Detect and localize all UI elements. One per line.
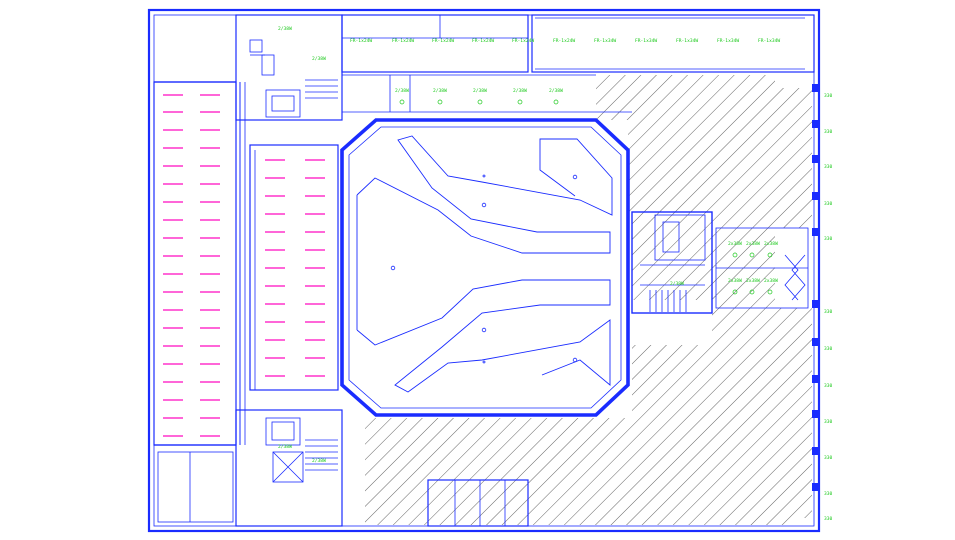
upper-room-labels: 2/38W 2/38W 2/38W 2/38W 2/38W <box>395 88 563 94</box>
central-hall <box>340 118 630 417</box>
hall-floor-pattern <box>356 135 613 393</box>
edge-label: 330 <box>824 309 833 315</box>
fixture-label: FR-1x34W <box>717 38 739 44</box>
edge-label: 330 <box>824 346 833 352</box>
fixture-label: 2x38W <box>764 241 778 247</box>
core-labels: 2x38W 2x38W 2x38W 2x38W 2x38W 2x38W <box>728 241 778 284</box>
fixture-label: FR-1x34W <box>758 38 780 44</box>
edge-label: 330 <box>824 419 833 425</box>
fixture-label: 2/38W <box>312 458 326 464</box>
lower-left-cores <box>157 409 343 527</box>
fixture-label: 2/38W <box>278 444 292 450</box>
fixture-label: FR-1x24W <box>392 38 414 44</box>
edge-label: 330 <box>824 201 833 207</box>
edge-label: 330 <box>824 236 833 242</box>
fixture-label: FR-1x34W <box>676 38 698 44</box>
fixture-label: 2/38W <box>278 26 292 32</box>
fixture-label: FR-1x24W <box>350 38 372 44</box>
fixture-label: 2x38W <box>746 241 760 247</box>
right-edge-labels: 330 330 330 330 330 330 330 330 330 330 … <box>824 93 833 522</box>
stair-labels: 2/38W 2/38W 2/38W 2/38W 2/38W <box>278 26 684 464</box>
fixture-label: 2/38W <box>513 88 527 94</box>
fixture-label: FR-1x24W <box>432 38 454 44</box>
hatched-zones <box>365 75 812 525</box>
edge-label: 330 <box>824 383 833 389</box>
fixture-label: 2/38W <box>670 281 684 287</box>
edge-label: 330 <box>824 516 833 522</box>
edge-label: 330 <box>824 455 833 461</box>
fixture-label: 2x38W <box>728 241 742 247</box>
fixture-label: 2x38W <box>764 278 778 284</box>
ceiling-markers <box>390 174 578 364</box>
bottom-restroom <box>427 479 529 527</box>
left-block-fixtures <box>163 94 220 437</box>
fixture-label: FR-1x34W <box>594 38 616 44</box>
fixture-label: FR-1x24W <box>512 38 534 44</box>
fixture-label: FR-1x24W <box>553 38 575 44</box>
fixture-label: 2/38W <box>549 88 563 94</box>
fixture-label: 2/38W <box>433 88 447 94</box>
green-devices <box>399 99 773 295</box>
edge-label: 330 <box>824 164 833 170</box>
fixture-label: FR-1x34W <box>635 38 657 44</box>
edge-label: 330 <box>824 129 833 135</box>
fixture-label: 2/38W <box>473 88 487 94</box>
top-partitions <box>341 14 815 120</box>
top-strip-labels: FR-1x24W FR-1x24W FR-1x24W FR-1x24W FR-1… <box>350 38 780 44</box>
right-window-marks <box>812 84 820 491</box>
inner-block-fixtures <box>265 159 325 377</box>
fixture-label: FR-1x24W <box>472 38 494 44</box>
right-core <box>631 211 809 314</box>
fixture-label: 2/38W <box>312 56 326 62</box>
fixture-label: 2/38W <box>395 88 409 94</box>
fixture-label: 2x38W <box>746 278 760 284</box>
edge-label: 330 <box>824 93 833 99</box>
upper-left-cores <box>235 14 343 121</box>
left-office-block <box>153 81 339 446</box>
edge-label: 330 <box>824 491 833 497</box>
fixture-label: 2x38W <box>728 278 742 284</box>
